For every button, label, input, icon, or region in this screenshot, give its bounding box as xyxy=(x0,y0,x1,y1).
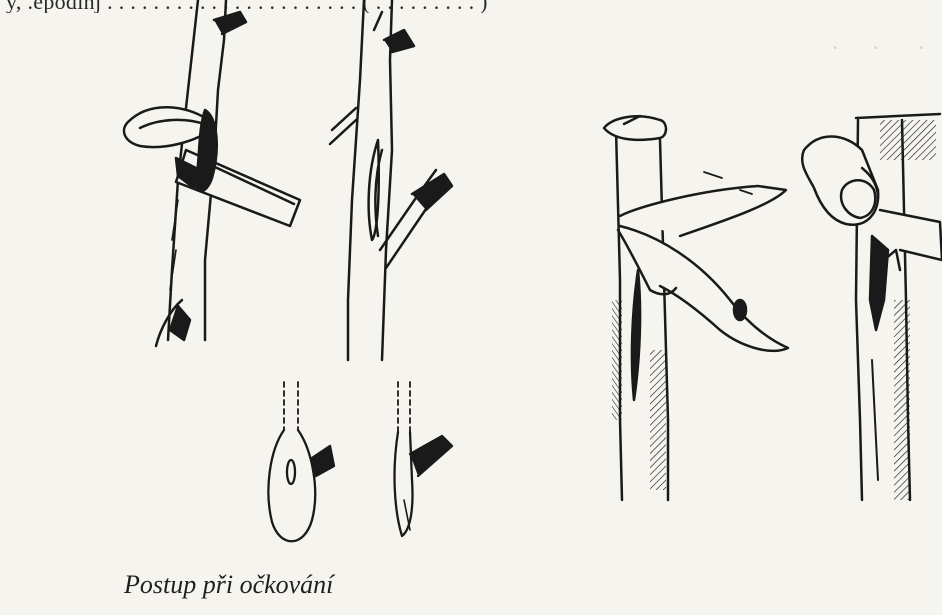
figure-cut-bud xyxy=(124,0,300,346)
figure-insert-shield xyxy=(604,116,788,500)
figure-shield-removed xyxy=(330,0,452,360)
figure-caption: Postup při očkování xyxy=(124,570,333,600)
figure-bud-profile xyxy=(395,382,452,536)
figure-press-shield xyxy=(802,114,942,500)
figure-bud-shield xyxy=(268,382,334,541)
